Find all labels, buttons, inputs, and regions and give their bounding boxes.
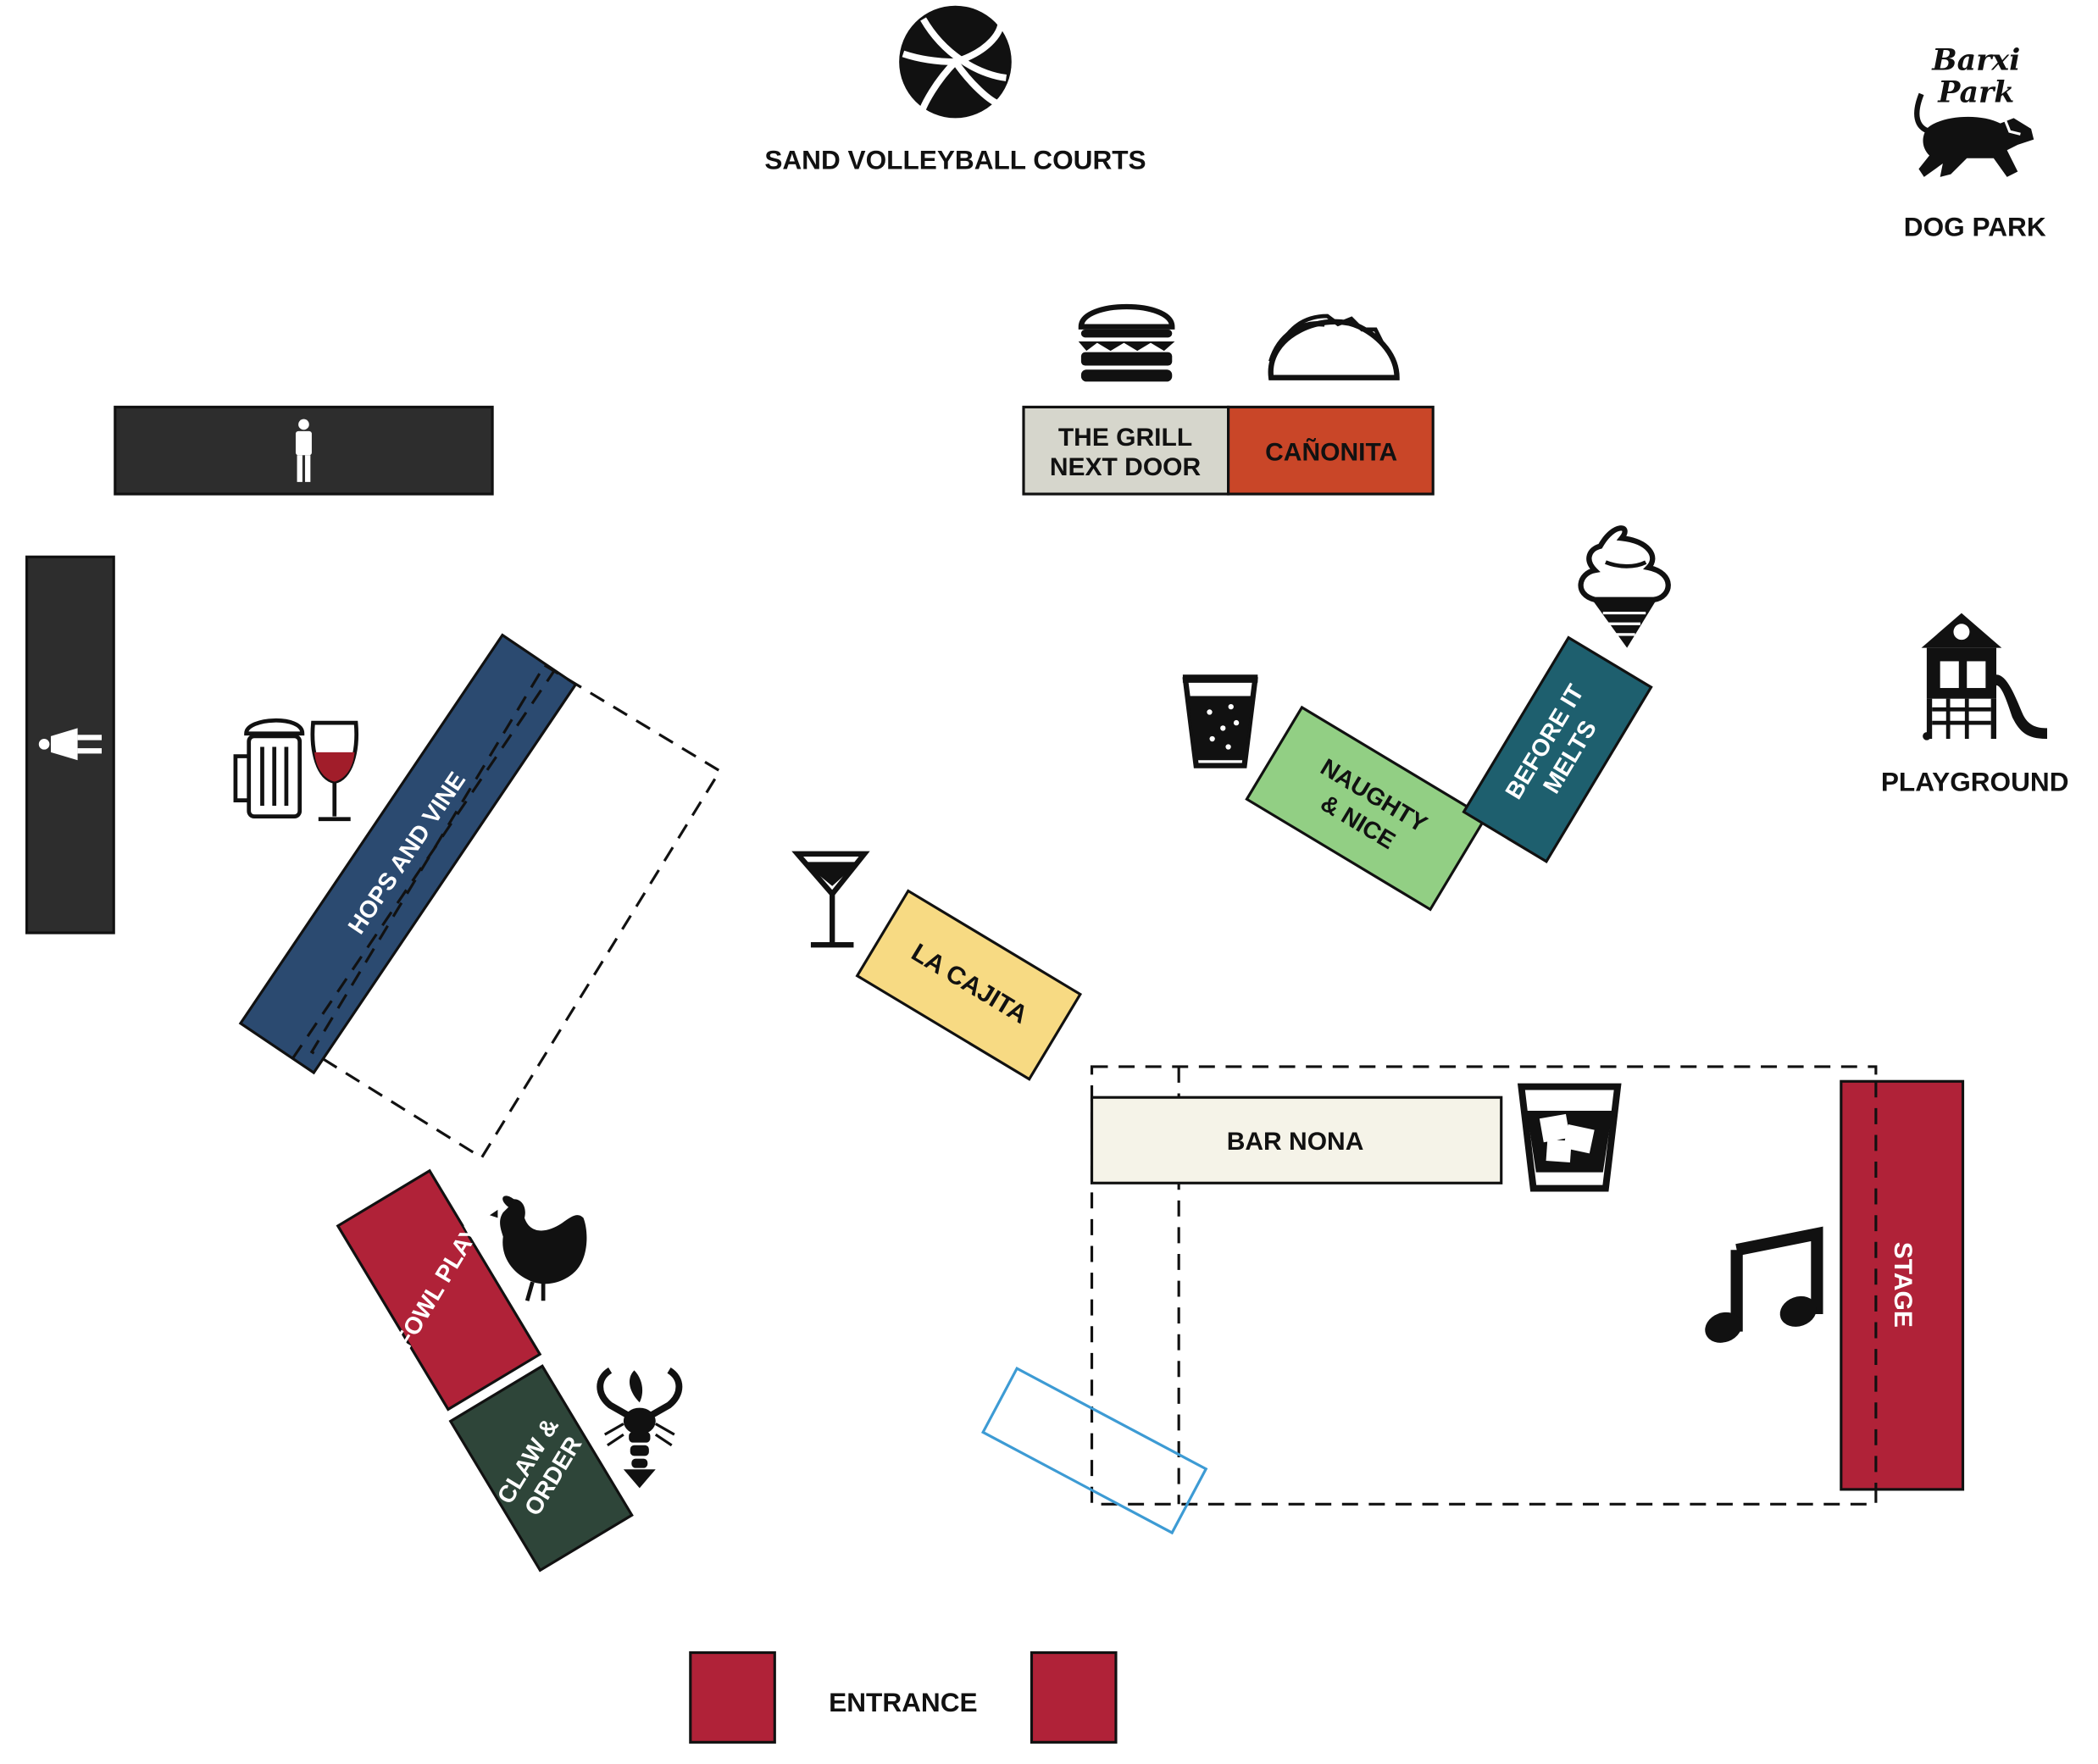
burger-icon [1078,303,1175,382]
lobster-icon [597,1367,683,1489]
stage-block [1840,1079,1965,1491]
wine-glass-icon [310,720,358,822]
restroom-men-icon [295,419,312,482]
vendor-hops-and-vine: HOPS AND VINE [238,633,578,1075]
canonita-label: CAÑONITA [1265,438,1397,467]
volleyball-label: SAND VOLLEYBALL COURTS [764,144,1146,175]
stage-label-group: STAGE [1889,1242,1917,1328]
restroom-men-block [114,405,494,496]
grill-label-line2: NEXT DOOR [1050,453,1202,481]
beer-mug-icon [233,718,305,818]
soda-icon [1182,674,1258,768]
entrance-label: ENTRANCE [829,1687,977,1717]
playground-label: PLAYGROUND [1881,767,2069,797]
cocktail-icon [791,851,870,948]
hops-seating-area [309,663,722,1160]
vendor-la-cajita: LA CAJITA [855,889,1083,1081]
vendor-claw-and-order [448,1364,634,1573]
stage-viewing-area [1090,1065,1878,1506]
volleyball-icon [899,5,1012,119]
restroom-women-block [25,555,115,935]
dog-park-logo: Barxi Park [1914,42,2034,177]
ice-cream-icon [1578,525,1671,648]
entrance-marker-left [689,1650,776,1744]
playground-icon [1921,613,2047,741]
vendor-naughty-and-nice: NAUGHTY & NICE [1245,705,1488,912]
dog-park-logo-line2: Park [1937,75,2014,109]
dog-icon [1914,92,2034,177]
vendor-grill-next-door [1022,405,1230,496]
chicken-icon [489,1195,587,1301]
dog-park-logo-line1: Barxi [1931,42,2020,77]
restroom-women-icon [38,728,103,761]
taco-icon [1268,313,1400,380]
vendor-before-it-melts: BEFORE IT MELTS [1462,635,1653,863]
entrance-marker-right [1030,1650,1118,1744]
blue-outline-area [980,1367,1208,1535]
vendor-canonita [1227,405,1435,496]
bar-nona-label: BAR NONA [1227,1128,1364,1156]
vendor-fowl-play [336,1168,542,1412]
whiskey-glass-icon [1517,1083,1622,1192]
dog-park-label: DOG PARK [1904,211,2046,241]
stage-label: STAGE [1889,1242,1917,1328]
vendor-bar-nona [1090,1096,1503,1184]
music-note-icon [1705,1226,1823,1343]
grill-label-line1: THE GRILL [1058,424,1192,452]
